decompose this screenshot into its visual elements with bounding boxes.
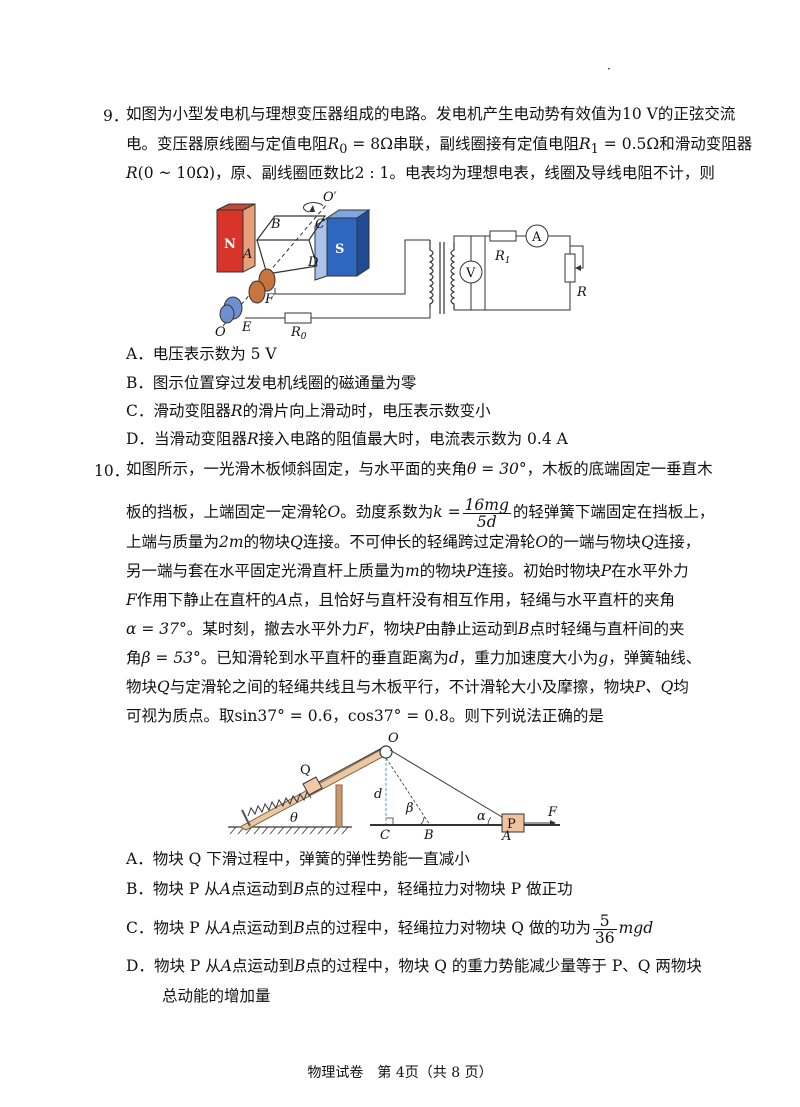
svg-text:P: P xyxy=(507,817,516,832)
question-text-line: 如图为小型发电机与理想变压器组成的电路。发电机产生电动势有效值为10 V的正弦交… xyxy=(126,105,736,123)
svg-text:A: A xyxy=(242,247,252,262)
svg-text:θ: θ xyxy=(290,811,298,826)
option-a: A．电压表示数为 5 V xyxy=(126,345,277,363)
rheostat-r xyxy=(564,253,576,283)
page-mark: · xyxy=(607,62,611,76)
svg-text:E: E xyxy=(241,320,252,335)
question-text-line: 角β = 53°。已知滑轮到水平直杆的垂直距离为d，重力加速度大小为g，弹簧轴线… xyxy=(126,649,702,667)
page-footer: 物理试卷 第 4页（共 8 页） xyxy=(307,1065,493,1081)
option-b: B．物块 P 从A点运动到B点的过程中，轻绳拉力对物块 P 做正功 xyxy=(126,880,573,898)
svg-text:F: F xyxy=(547,805,558,820)
incline-pulley-figure: Q O P F d β α θ xyxy=(228,731,560,840)
question-number: 10． xyxy=(94,462,130,480)
question-text-line: R(0 ~ 10Ω)，原、副线圈匝数比2 : 1。电表均为理想电表，线圈及导线电… xyxy=(126,164,715,182)
question-text-line: 如图所示，一光滑木板倾斜固定，与水平面的夹角θ = 30°，木板的底端固定一垂直… xyxy=(126,460,713,478)
spring xyxy=(247,790,312,817)
svg-text:O′: O′ xyxy=(323,190,337,205)
svg-text:R0: R0 xyxy=(290,325,307,340)
option-c: C．滑动变阻器R的滑片向上滑动时，电压表示数变小 xyxy=(126,402,491,420)
svg-text:O: O xyxy=(388,731,399,746)
block-q xyxy=(302,776,323,796)
question-text-line: F作用下静止在直杆的A点，且恰好与直杆没有相互作用，轻绳与水平直杆的夹角 xyxy=(126,591,675,609)
transformer-secondary-coil xyxy=(450,242,456,310)
resistor-r1 xyxy=(489,230,517,242)
svg-text:B: B xyxy=(423,828,434,840)
svg-text:A: A xyxy=(531,230,542,245)
option-d-continued: 总动能的增加量 xyxy=(162,987,271,1005)
option-b: B．图示位置穿过发电机线圈的磁通量为零 xyxy=(126,374,417,392)
svg-text:Q: Q xyxy=(300,763,311,778)
generator-transformer-figure: N S xyxy=(215,190,587,340)
svg-text:A: A xyxy=(501,829,511,840)
resistor-r0 xyxy=(284,312,312,324)
question-text-line: 可视为质点。取sin37° = 0.6，cos37° = 0.8。则下列说法正确… xyxy=(126,707,604,725)
svg-text:β: β xyxy=(405,801,414,816)
question-text-line: 另一端与套在水平固定光滑直杆上质量为m的物块P连接。初始时物块P在水平外力 xyxy=(126,562,689,580)
svg-text:α: α xyxy=(477,809,486,824)
question-text-line: α = 37°。某时刻，撤去水平外力F，物块P由静止运动到B点时轻绳与直杆间的夹 xyxy=(126,620,685,638)
svg-text:R1: R1 xyxy=(494,249,511,266)
question-text-line: 电。变压器原线圈与定值电阻R0 = 8Ω串联，副线圈接有定值电阻R1 = 0.5… xyxy=(126,135,753,158)
option-a: A．物块 Q 下滑过程中，弹簧的弹性势能一直减小 xyxy=(126,850,470,868)
svg-text:V: V xyxy=(465,266,476,281)
svg-text:C: C xyxy=(315,217,325,232)
label-N: N xyxy=(224,237,236,252)
svg-text:B: B xyxy=(270,217,281,232)
question-text-line: 物块Q与定滑轮之间的轻绳共线且与木板平行，不计滑轮大小及摩擦，物块P、Q均 xyxy=(126,678,689,696)
svg-text:C: C xyxy=(380,828,390,840)
question-number: 9． xyxy=(103,107,129,125)
svg-text:R: R xyxy=(576,285,587,300)
svg-text:d: d xyxy=(374,787,382,802)
svg-text:F: F xyxy=(264,292,275,307)
transformer-primary-coil xyxy=(428,240,434,308)
option-d: D．当滑动变阻器R接入电路的阻值最大时，电流表示数为 0.4 A xyxy=(126,430,568,448)
option-d: D．物块 P 从A点运动到B点的过程中，物块 Q 的重力势能减少量等于 P、Q … xyxy=(126,957,702,975)
svg-text:D: D xyxy=(307,255,319,270)
question-text-line: 上端与质量为2m的物块Q连接。不可伸长的轻绳跨过定滑轮O的一端与物块Q连接， xyxy=(126,533,701,551)
magnet-n-pole xyxy=(216,209,244,273)
label-S: S xyxy=(335,242,344,257)
svg-text:O: O xyxy=(215,325,226,340)
